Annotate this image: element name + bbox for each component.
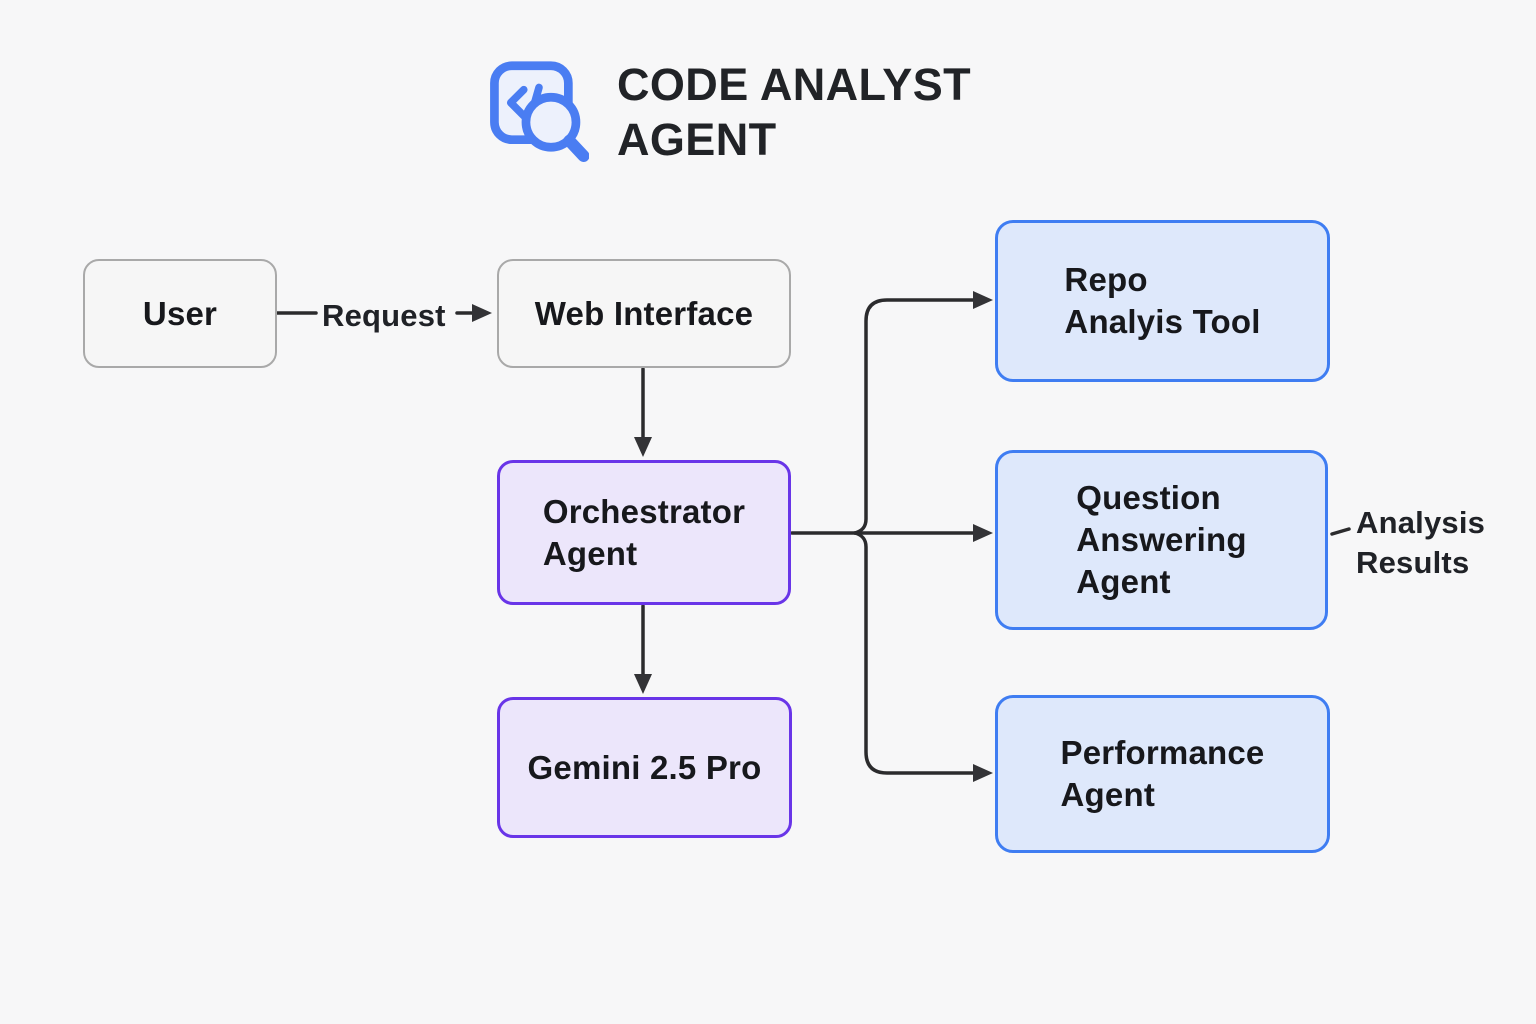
page-title: CODE ANALYST AGENT [617,59,972,165]
node-orchestrator-agent: Orchestrator Agent [497,460,791,605]
edge-label-analysis-results: Analysis Results [1356,505,1486,580]
arrowhead-web-interface [472,304,492,322]
edge-label-request: Request [322,298,446,333]
connector-analysis-results [1330,527,1351,536]
arrowhead-gemini [634,674,652,694]
arrowhead-repo-tool [973,291,993,309]
connector-branch-performance [853,531,977,775]
code-search-icon [490,61,589,162]
arrowhead-orchestrator [634,437,652,457]
connector-branch-repo [853,298,977,535]
arrowhead-performance-agent [973,764,993,782]
node-repo-analysis-tool: Repo Analyis Tool [995,220,1330,382]
node-performance-agent: Performance Agent [995,695,1330,853]
node-gemini-2-5-pro: Gemini 2.5 Pro [497,697,792,838]
node-web-interface: Web Interface [497,259,791,368]
arrowhead-qa-agent [973,524,993,542]
node-question-answering-agent: Question Answering Agent [995,450,1328,630]
node-user: User [83,259,277,368]
